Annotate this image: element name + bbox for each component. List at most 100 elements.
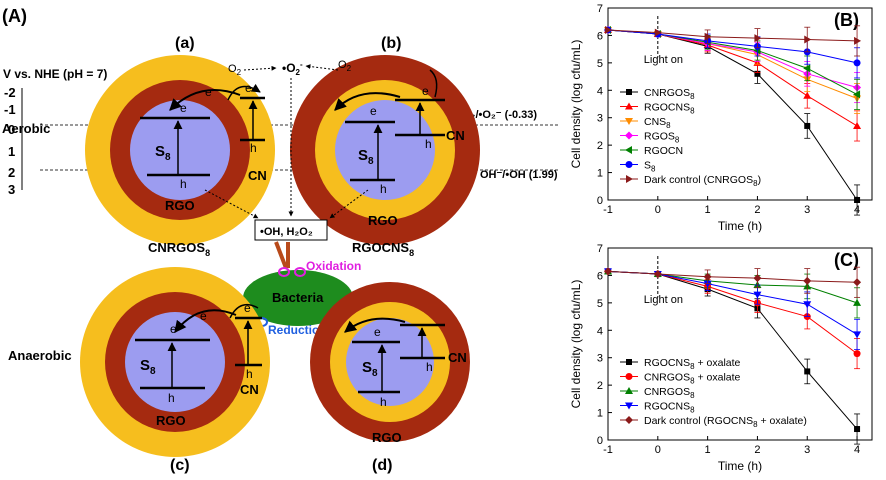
- data-point: [754, 70, 761, 77]
- s8-label-c: S8: [140, 357, 156, 377]
- data-point: [854, 36, 862, 45]
- scale-tick-4: 2: [8, 165, 15, 180]
- y-axis-label: Cell density (log cfu/mL): [569, 280, 583, 409]
- plot-frame: [607, 247, 873, 441]
- electron-label-b2: e: [422, 84, 429, 98]
- scale-tick-0: -2: [4, 85, 16, 100]
- oh-couple-label: OH⁻/•OH (1.99): [480, 169, 558, 181]
- series-4: [604, 266, 862, 298]
- legend-entry: CNRGOS8: [644, 386, 695, 400]
- data-point: [653, 270, 662, 279]
- data-point: [704, 32, 712, 41]
- legend-entry: CNS8: [644, 116, 671, 130]
- hole-label-c2: h: [246, 367, 253, 381]
- name-cnrgos8: CNRGOS8: [148, 240, 210, 258]
- reduction-label: Reduction: [268, 323, 327, 337]
- electron-label-a2: e: [205, 85, 212, 99]
- legend-marker: [625, 373, 633, 380]
- scale-tick-3: 1: [8, 144, 15, 159]
- anaerobic-label: Anaerobic: [8, 348, 72, 363]
- oxidation-label: Oxidation: [306, 259, 361, 273]
- data-point: [803, 276, 812, 285]
- data-point: [753, 291, 762, 299]
- legend-marker: [625, 387, 633, 394]
- x-tick-label: 3: [804, 204, 810, 216]
- sublabel-c: (c): [170, 457, 190, 474]
- particle-cnrgos8: [85, 55, 275, 245]
- y-tick-label: 7: [597, 243, 603, 255]
- series-4: [604, 25, 861, 110]
- series-6: [605, 25, 862, 57]
- cn-label-d: CN: [448, 350, 467, 365]
- data-point: [804, 35, 812, 44]
- legend-entry: CNRGOS8 + oxalate: [644, 372, 741, 386]
- data-point: [853, 350, 861, 358]
- data-point: [853, 278, 862, 287]
- y-tick-label: 5: [597, 298, 603, 310]
- y-tick-label: 2: [597, 380, 603, 392]
- legend-marker: [625, 146, 632, 154]
- legend-entry: RGOS8: [644, 131, 680, 145]
- electron-label-a3: e: [245, 81, 252, 95]
- series-line: [607, 270, 858, 283]
- cn-label-b: CN: [446, 128, 465, 143]
- x-tick-label: -1: [603, 204, 613, 216]
- name-rgocns8: RGOCNS8: [352, 240, 414, 258]
- s8-label-b: S8: [358, 147, 374, 167]
- y-tick-label: 0: [597, 195, 603, 207]
- legend-entry: S8: [644, 160, 656, 174]
- particle-c: [80, 267, 270, 457]
- data-point: [703, 272, 712, 281]
- aerobic-label: Aerobic: [2, 121, 50, 136]
- electron-label-c1: e: [170, 322, 177, 336]
- legend-marker: [625, 416, 633, 424]
- x-tick-label: 0: [655, 444, 661, 456]
- electron-label-c3: e: [244, 301, 251, 315]
- legend-marker: [625, 102, 633, 110]
- rgo-label-b: RGO: [368, 213, 398, 228]
- panel-label: (C): [834, 250, 859, 270]
- x-tick-label: 2: [754, 204, 760, 216]
- hole-label-c1: h: [168, 391, 175, 405]
- series-line: [607, 29, 858, 42]
- rgo-label-d: RGO: [372, 430, 402, 445]
- series-2: [604, 267, 862, 319]
- data-point: [804, 368, 811, 375]
- legend-marker: [626, 175, 633, 183]
- legend-entry: Dark control (RGOCNS8 + oxalate): [644, 415, 807, 429]
- series-line: [607, 270, 858, 355]
- sublabel-a: (a): [175, 35, 195, 52]
- legend-marker: [625, 131, 633, 140]
- bacteria-cell: [243, 270, 353, 326]
- data-point: [754, 34, 762, 43]
- data-point: [804, 122, 811, 129]
- series-3: [604, 268, 862, 350]
- y-tick-label: 1: [597, 168, 603, 180]
- s8-label-d: S8: [362, 359, 378, 379]
- particle-d: [310, 282, 470, 442]
- legend-marker: [626, 359, 632, 365]
- superoxide-label: •O2-: [282, 60, 303, 77]
- legend-marker: [626, 89, 632, 95]
- legend-entry: RGOCNS8: [644, 401, 695, 415]
- rgo-label-c: RGO: [156, 413, 186, 428]
- data-point: [803, 64, 811, 73]
- radicals-label: •OH, H₂O₂: [260, 226, 313, 238]
- x-tick-label: 1: [705, 204, 711, 216]
- data-point: [854, 197, 861, 203]
- x-tick-label: 3: [804, 444, 810, 456]
- legend-marker: [625, 402, 633, 410]
- legend-entry: RGOCNS8: [644, 102, 695, 116]
- hole-label-d2: h: [426, 360, 433, 374]
- data-point: [853, 90, 861, 99]
- scale-tick-2: 0: [8, 122, 15, 137]
- radicals-box: [254, 219, 328, 241]
- plot-frame: [607, 7, 873, 201]
- panel-label-a: (A): [2, 6, 27, 26]
- particle-rgocns8: [290, 55, 480, 245]
- o2-couple-label: O₂/•O₂⁻ (-0.33): [462, 109, 537, 121]
- light-on-label: Light on: [644, 294, 683, 306]
- series-line: [607, 29, 858, 64]
- y-tick-label: 6: [597, 30, 603, 42]
- x-tick-label: -1: [603, 444, 613, 456]
